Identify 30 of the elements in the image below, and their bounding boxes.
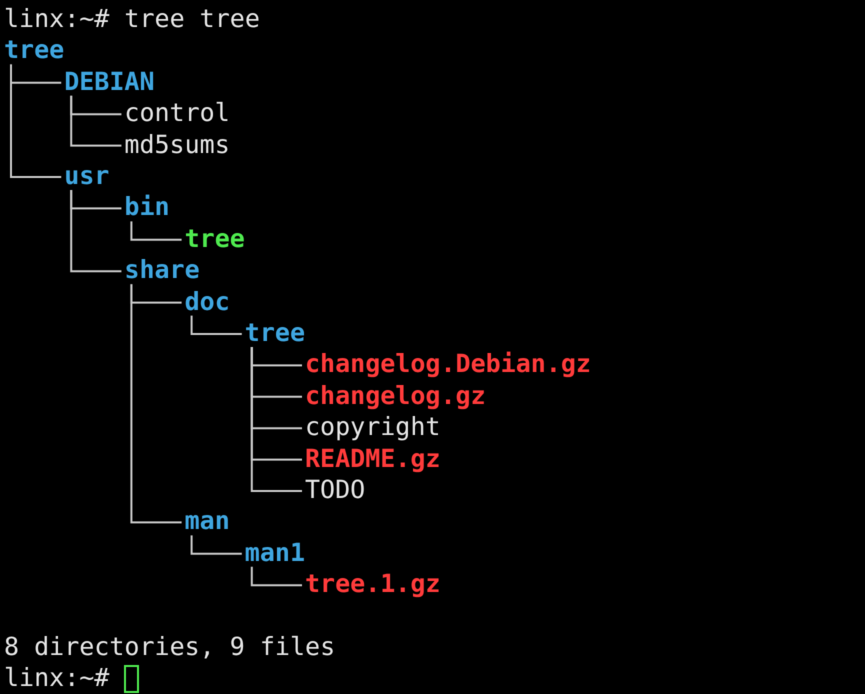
directory-name: man — [184, 507, 230, 536]
executable-name: tree — [184, 224, 245, 253]
summary-text: 8 directories, 9 files — [4, 633, 336, 661]
tree-connector — [70, 96, 122, 147]
command-prompt: linx:~# tree tree — [4, 5, 260, 33]
tree-connector — [130, 284, 182, 524]
directory-name: tree — [4, 36, 64, 64]
tree-connector — [190, 316, 242, 335]
directory-name: man1 — [244, 538, 306, 567]
shell-prompt: linx:~# — [4, 664, 110, 692]
tree-connector — [130, 221, 182, 241]
file-name: TODO — [305, 476, 366, 504]
archive-name: README.gz — [305, 444, 440, 473]
file-name: control — [124, 99, 230, 128]
file-name: md5sums — [124, 130, 230, 159]
archive-name: changelog.gz — [305, 382, 486, 410]
tree-connector — [10, 64, 62, 178]
tree-connector — [70, 190, 122, 272]
tree-connector — [190, 535, 242, 555]
archive-name: changelog.Debian.gz — [305, 350, 591, 378]
directory-name: DEBIAN — [64, 68, 154, 96]
directory-name: share — [124, 256, 200, 284]
archive-name: tree.1.gz — [305, 570, 440, 598]
tree-connector — [250, 347, 302, 492]
file-name: copyright — [305, 413, 440, 442]
directory-name: bin — [124, 193, 170, 222]
tree-connector — [250, 566, 302, 586]
directory-name: tree — [244, 319, 306, 347]
directory-name: doc — [184, 288, 230, 316]
directory-name: usr — [64, 162, 110, 190]
